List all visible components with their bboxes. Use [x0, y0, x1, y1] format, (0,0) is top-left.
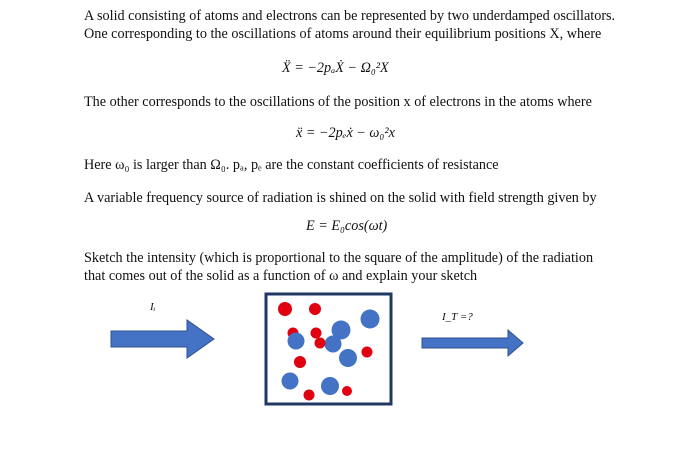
atom-particle [360, 309, 380, 329]
paragraph-2: The other corresponds to the oscillation… [84, 94, 592, 110]
atom-particle [321, 377, 339, 395]
atom-particle [324, 335, 342, 353]
electron-particle [342, 386, 352, 396]
electron-particle [361, 346, 373, 358]
electron-particle [309, 303, 321, 315]
transmitted-arrow [421, 328, 524, 358]
atom-particle [339, 349, 357, 367]
equation-atoms: Ẍ = −2pₐẊ − Ω₀²X [282, 60, 389, 76]
electron-particle [303, 389, 315, 401]
electron-particle [294, 356, 306, 368]
incident-intensity-label: Iᵢ [150, 301, 156, 313]
paragraph-1-line-2: One corresponding to the oscillations of… [84, 26, 602, 42]
atom-particle [281, 372, 299, 390]
electron-particle [278, 302, 292, 316]
electron-particle [314, 337, 326, 349]
paragraph-4: A variable frequency source of radiation… [84, 190, 597, 206]
incident-arrow [110, 319, 215, 359]
paragraph-5-line-2: that comes out of the solid as a functio… [84, 268, 478, 284]
equation-field: E = E₀cos(ωt) [306, 218, 388, 234]
paragraph-5-line-1: Sketch the intensity (which is proportio… [84, 250, 594, 266]
paragraph-3: Here ω₀ is larger than Ω₀. pₐ, pₑ are th… [84, 157, 499, 173]
equation-electrons: ẍ = −2pₑẋ − ω₀²x [296, 125, 395, 141]
electron-particle [310, 327, 322, 339]
transmitted-intensity-label: I_T =? [442, 311, 473, 323]
atom-particle [287, 332, 305, 350]
atom-particle [331, 320, 351, 340]
paragraph-1-line-1: A solid consisting of atoms and electron… [84, 8, 616, 24]
